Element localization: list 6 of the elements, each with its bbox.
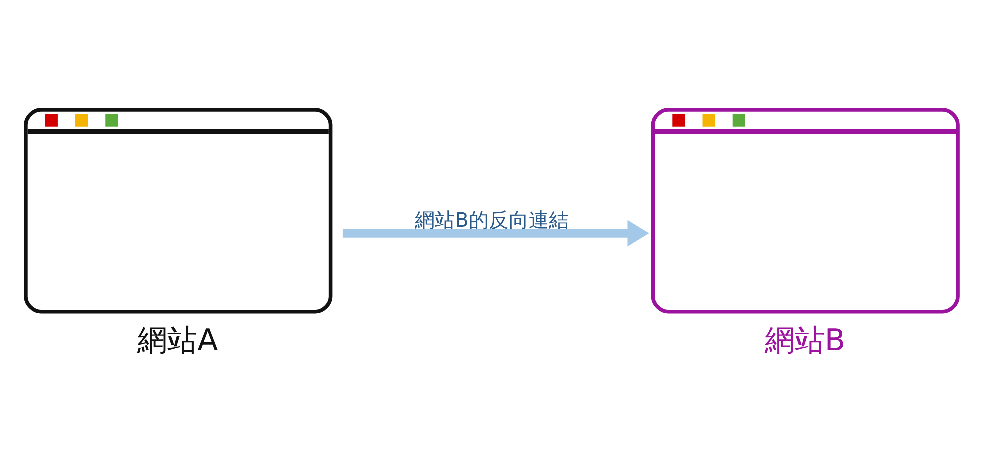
arrow: [342, 220, 650, 246]
node-box: [651, 108, 960, 314]
edge-label: 網站B的反向連結: [415, 207, 569, 232]
node-label: 網站A: [138, 322, 218, 358]
node-label: 網站B: [764, 322, 846, 358]
node-box: [24, 108, 333, 314]
